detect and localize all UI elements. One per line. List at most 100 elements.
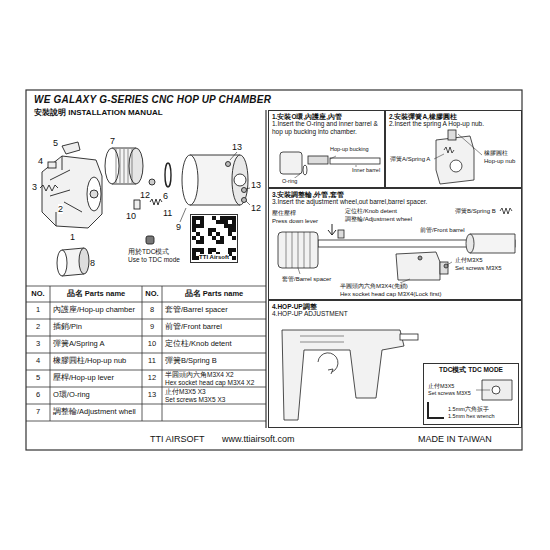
qr-module xyxy=(224,224,228,228)
table-cell: 止付M3X5 X3 xyxy=(165,388,206,395)
qr-module xyxy=(208,228,212,232)
callout-number: 11 xyxy=(163,208,172,218)
exploded-view-stroke xyxy=(134,200,140,209)
table-cell: 5 xyxy=(36,374,40,383)
table-cell: 內護座/Hop-up chamber xyxy=(53,306,135,315)
qr-module xyxy=(192,224,196,228)
footer-text: MADE IN TAIWAN xyxy=(418,434,492,444)
step2-drawing xyxy=(434,130,482,184)
part-label: Hop-up bucking xyxy=(330,146,369,152)
table-cell: 8 xyxy=(150,306,154,315)
qr-module xyxy=(228,228,232,232)
exploded-view-stroke xyxy=(190,155,240,156)
step4-drawing xyxy=(282,330,512,420)
footer-text: www.ttiairsoft.com xyxy=(222,434,295,444)
exploded-view-stroke xyxy=(79,248,89,274)
exploded-view-stroke xyxy=(48,162,56,168)
qr-module xyxy=(220,240,224,244)
exploded-view-stroke xyxy=(105,148,119,184)
parts-table-grid-stroke xyxy=(142,286,143,421)
step1-drawing-stroke xyxy=(330,158,380,164)
step2-drawing-stroke xyxy=(434,134,482,159)
qr-module xyxy=(196,232,200,236)
part-label: 用於TDC模式 xyxy=(128,248,169,255)
step3-drawing-stroke xyxy=(338,230,344,238)
table-cell: 套管/Barrel spacer xyxy=(165,306,228,315)
part-label: Press down lever xyxy=(272,218,318,225)
part-label: 半圓頭內六角M3X4(先鎖) xyxy=(340,283,408,290)
qr-module xyxy=(212,228,216,232)
step-heading: 2.安裝彈簧A,橡膠圓柱 xyxy=(389,113,518,120)
table-header: 品名 Parts name xyxy=(185,290,244,299)
exploded-view-stroke xyxy=(112,184,136,185)
exploded-view-stroke xyxy=(87,177,101,211)
exploded-view-stroke xyxy=(129,148,143,184)
qr-module xyxy=(232,248,236,252)
parts-table-grid-stroke xyxy=(50,286,51,421)
qr-module xyxy=(192,248,196,252)
callout-number: 7 xyxy=(110,136,115,146)
table-header: NO. xyxy=(145,290,158,299)
step4-drawing-stroke xyxy=(318,353,338,374)
part-label: 橡膠圓柱 xyxy=(484,150,508,157)
qr-module xyxy=(232,216,236,220)
table-cell: 10 xyxy=(148,340,156,349)
exploded-view-stroke xyxy=(40,185,58,191)
qr-module xyxy=(232,224,236,228)
frame xyxy=(26,90,522,450)
qr-module xyxy=(232,236,236,240)
parts-table-grid-stroke xyxy=(26,302,266,303)
qr-code-box: TTI Airsoft xyxy=(190,214,238,263)
table-cell: 7 xyxy=(36,408,40,417)
qr-module xyxy=(216,232,220,236)
table-cell: 3 xyxy=(36,340,40,349)
part-label: Hop-up nub xyxy=(484,158,515,165)
callout-number: 6 xyxy=(163,191,168,201)
exploded-view-stroke xyxy=(190,205,240,206)
step2-drawing-stroke xyxy=(444,147,454,153)
callout-number: 4 xyxy=(38,156,43,166)
exploded-view-stroke xyxy=(42,156,102,228)
table-cell: Set screws M3X5 X3 xyxy=(165,396,225,403)
table-cell: 調整輪/Adjustment whell xyxy=(53,408,136,417)
table-cell: 2 xyxy=(36,323,40,332)
qr-module xyxy=(212,236,216,240)
step3-drawing-stroke xyxy=(440,262,448,274)
part-label: 止付M3X5 xyxy=(428,383,454,389)
callout-number: 10 xyxy=(126,211,136,221)
part-label: 止付M3X5 xyxy=(455,257,483,264)
step-heading: 3.Insert the adjustment wheel,out barrel… xyxy=(272,198,518,205)
qr-module xyxy=(228,248,232,252)
part-label: Inner barrel xyxy=(352,167,380,173)
exploded-view-stroke xyxy=(112,148,136,149)
step3-drawing-stroke xyxy=(470,234,515,253)
table-cell: 彈簧A/Spring A xyxy=(53,340,104,349)
qr-module xyxy=(224,220,228,224)
qr-module xyxy=(224,216,228,220)
exploded-view-stroke xyxy=(146,236,154,244)
step1-drawing-stroke xyxy=(308,156,328,164)
table-cell: O環/O-ring xyxy=(53,391,90,400)
step2-drawing-stroke xyxy=(448,130,456,140)
step2-drawing-stroke xyxy=(450,160,462,172)
table-cell: 12 xyxy=(148,374,156,383)
frame-stroke xyxy=(26,90,522,450)
step4-drawing-stroke xyxy=(282,330,404,420)
table-cell: 6 xyxy=(36,391,40,400)
qr-module xyxy=(212,248,216,252)
part-label: 調整輪/Adjustment wheel xyxy=(345,216,412,223)
part-label: Use to TDC mode xyxy=(128,256,180,263)
parts-table-grid-stroke xyxy=(162,286,163,421)
subheading: 安裝說明 INSTALLATION MANUAL xyxy=(34,108,163,117)
step-heading: 1.安裝O環,內護座,內管 xyxy=(272,113,381,120)
callout-number: 12 xyxy=(140,190,150,200)
qr-module xyxy=(192,220,196,224)
table-header: NO. xyxy=(31,290,44,299)
qr-module xyxy=(200,220,204,224)
exploded-view-stroke xyxy=(57,250,67,276)
qr-module xyxy=(200,224,204,228)
exploded-view-stroke xyxy=(242,198,247,203)
qr-module xyxy=(208,232,212,236)
qr-module xyxy=(208,248,212,252)
step-heading: 4.HOP-UP調整 xyxy=(272,303,518,310)
